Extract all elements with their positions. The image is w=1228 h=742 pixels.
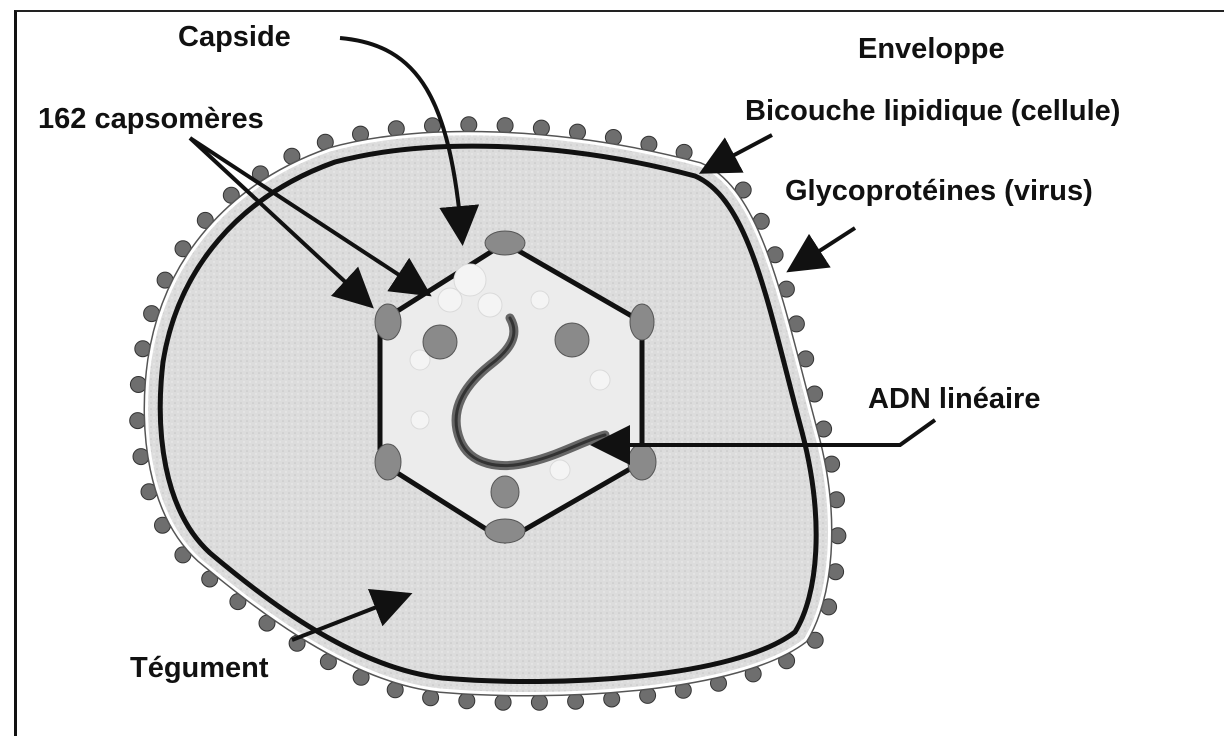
capsomere [491,476,519,508]
label-glycoproteines: Glycoprotéines (virus) [785,175,1093,207]
capsomere [485,519,525,543]
glycoprotein-spike [531,694,547,710]
capsomere [485,231,525,255]
glycoprotein-spike [130,413,146,429]
glycoprotein-spike [495,694,511,710]
glycoprotein-spike [461,117,477,133]
label-enveloppe: Enveloppe [858,33,1005,65]
label-capside: Capside [178,21,291,53]
label-tegument: Tégument [130,652,269,684]
label-adn: ADN linéaire [868,383,1040,415]
glycoprotein-spike [497,118,513,134]
capsomere [555,323,589,357]
capsomere [375,444,401,480]
capsomere [628,444,656,480]
label-capsomeres: 162 capsomères [38,103,264,135]
arrow-glycoproteines [793,228,855,268]
glycoprotein-spike [459,693,475,709]
capsomere [423,325,457,359]
label-bicouche: Bicouche lipidique (cellule) [745,95,1120,127]
arrow-bicouche [706,135,772,170]
capsomere [630,304,654,340]
capsomere [375,304,401,340]
